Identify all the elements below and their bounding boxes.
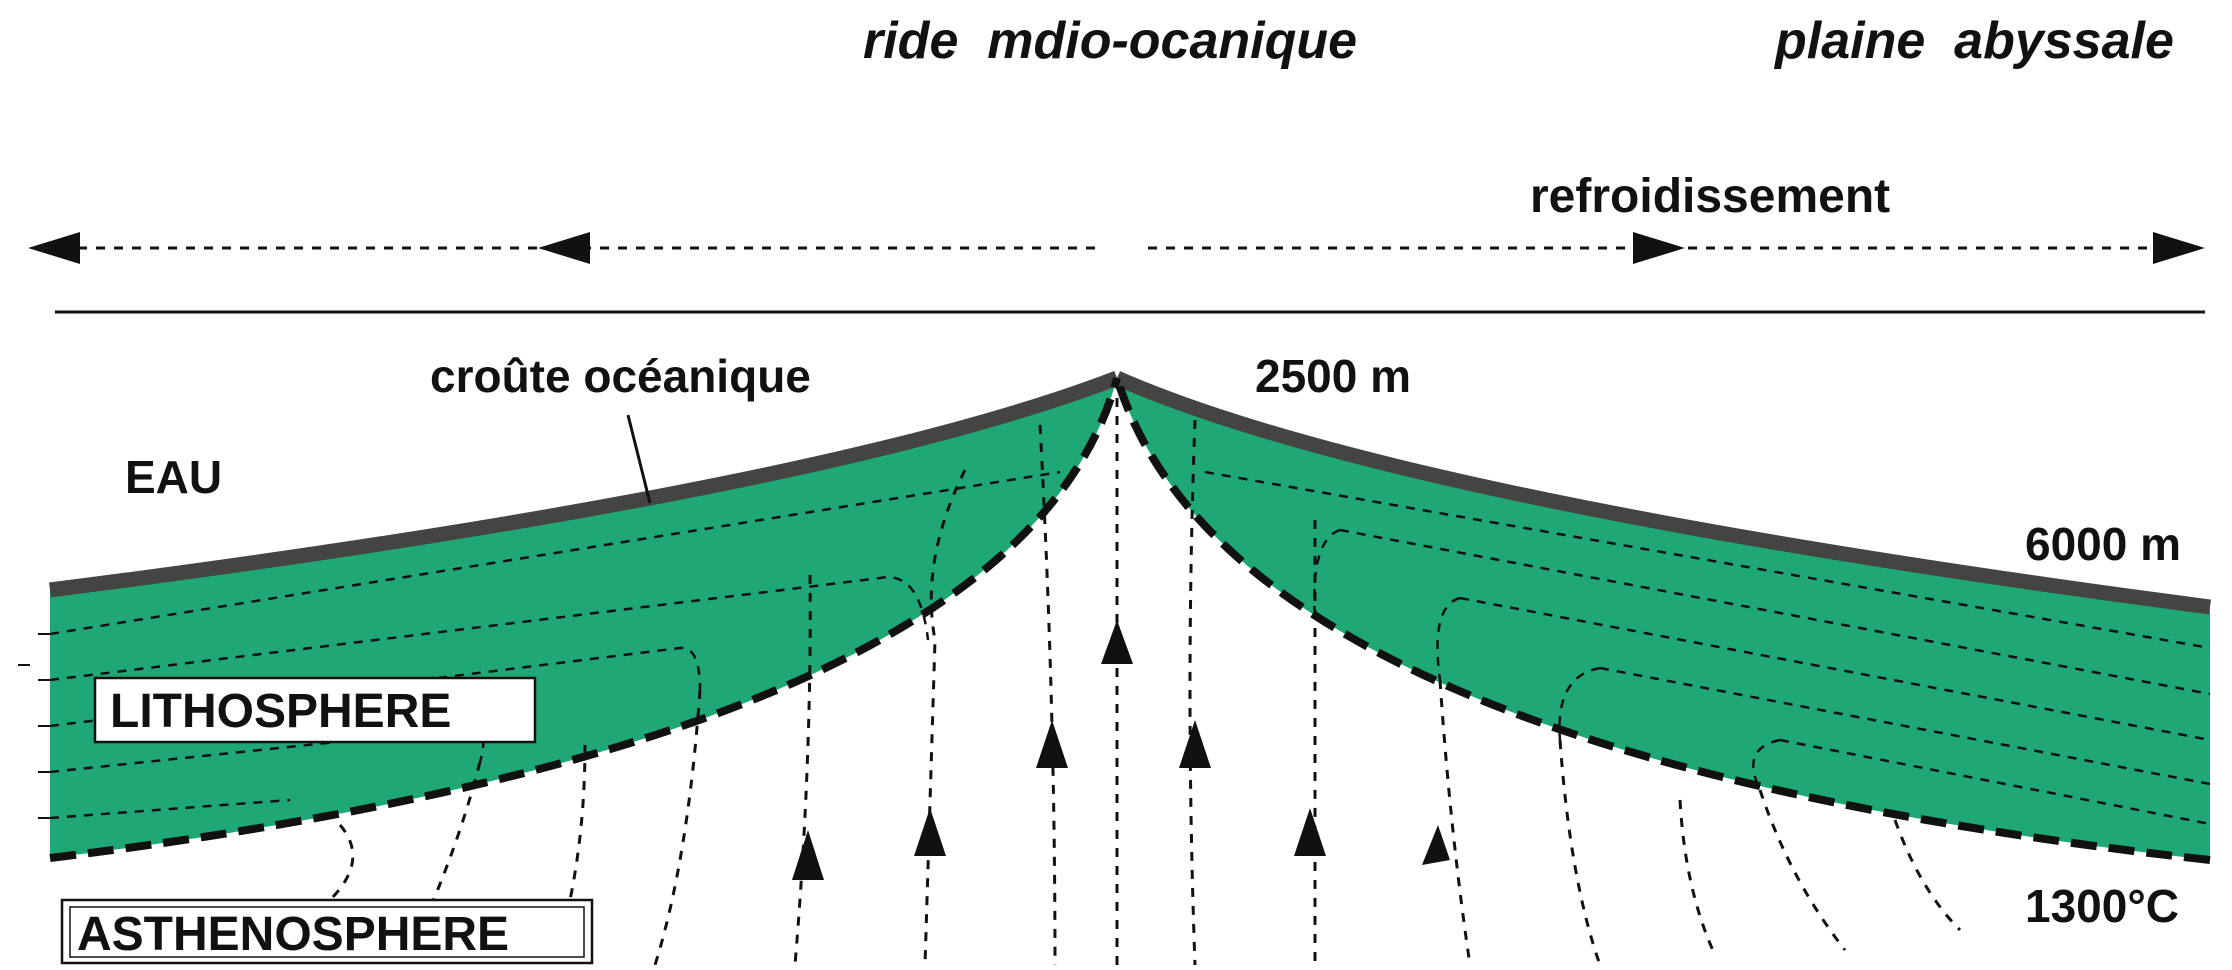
lithosphere-label-box	[93, 676, 537, 744]
upwelling-arrowheads	[792, 620, 1450, 880]
lithosphere-label: LITHOSPHERE	[110, 685, 451, 738]
lithosphere-base-left	[49, 376, 1121, 862]
asthenosphere-label: ASTHENOSPHERE	[77, 908, 509, 961]
water-label: EAU	[125, 451, 222, 503]
left-end-arrowhead	[28, 232, 80, 264]
left-mid-arrowhead	[538, 232, 590, 264]
left-edge-ticks	[18, 633, 50, 819]
spreading-arrows	[28, 232, 2205, 264]
plain-title: plaine abyssale	[1773, 12, 2174, 70]
right-mid-arrowhead	[1633, 232, 1685, 264]
oceanic-crust-right	[1113, 371, 2211, 615]
asthenosphere-flow-lines	[328, 380, 1962, 966]
right-end-arrowhead	[2153, 232, 2205, 264]
depth-ridge-label: 2500 m	[1255, 350, 1411, 402]
temperature-label: 1300°C	[2025, 880, 2179, 932]
depth-plain-label: 6000 m	[2025, 518, 2181, 570]
lithosphere-base-right	[1113, 376, 2211, 864]
lithosphere-right-plate	[1117, 378, 2210, 860]
oceanic-crust-left	[49, 370, 1120, 598]
crust-label: croûte océanique	[430, 350, 811, 402]
ridge-title: ride mdio-ocanique	[863, 12, 1357, 70]
asthenosphere-label-box	[60, 898, 594, 965]
isotherms-left	[49, 470, 1061, 820]
crust-leader-line	[626, 414, 652, 504]
cooling-label: refroidissement	[1530, 170, 1890, 223]
asthenosphere-label-box-inner	[69, 906, 585, 958]
